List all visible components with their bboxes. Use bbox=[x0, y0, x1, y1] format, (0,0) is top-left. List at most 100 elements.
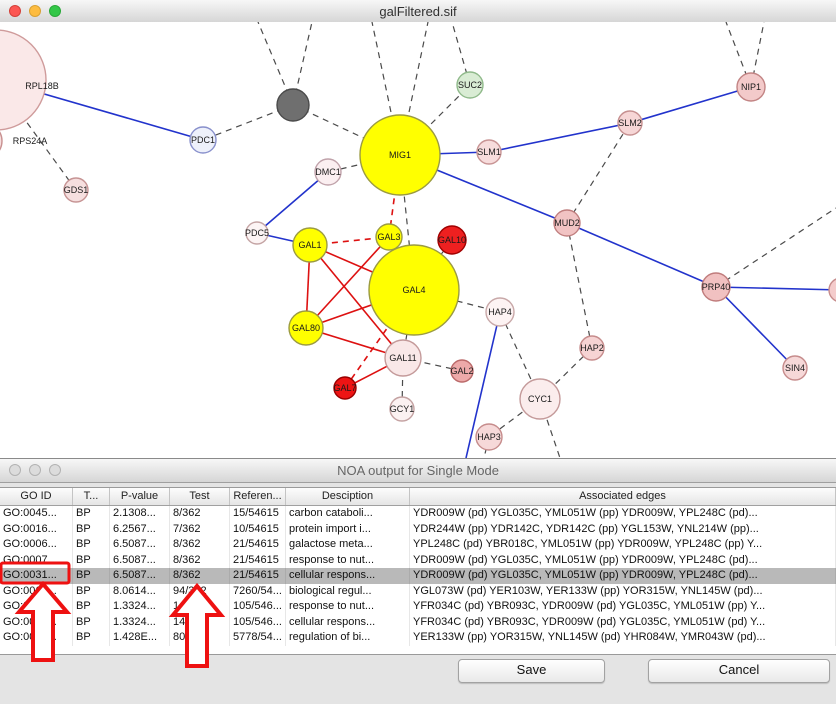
table-cell: response to nut... bbox=[286, 552, 410, 568]
graph-node-pdc1[interactable] bbox=[189, 126, 217, 154]
graph-window-titlebar[interactable]: galFiltered.sif bbox=[0, 0, 836, 23]
graph-node-hap4[interactable] bbox=[485, 297, 515, 327]
table-cell: protein import i... bbox=[286, 521, 410, 537]
graph-node-label: GCY1 bbox=[390, 404, 415, 414]
table-cell: BP bbox=[73, 506, 110, 522]
graph-node-suc2[interactable] bbox=[456, 71, 484, 99]
table-cell: BP bbox=[73, 552, 110, 568]
save-button[interactable]: Save bbox=[458, 659, 605, 683]
table-cell: 8.0614... bbox=[110, 583, 170, 599]
table-cell: cellular respons... bbox=[286, 614, 410, 630]
zoom-button[interactable] bbox=[49, 464, 61, 476]
close-button[interactable] bbox=[9, 5, 21, 17]
graph-edge bbox=[401, 357, 404, 410]
graph-node-gal3[interactable] bbox=[375, 223, 403, 251]
table-cell: GO:0065... bbox=[0, 583, 73, 599]
graph-node-gal10[interactable] bbox=[437, 225, 467, 255]
graph-node-slm1[interactable] bbox=[476, 139, 502, 165]
table-cell: YDR009W (pd) YGL035C, YML051W (pp) YDR00… bbox=[410, 506, 836, 522]
graph-node-gray1[interactable] bbox=[276, 88, 310, 122]
table-cell: 14/362 bbox=[170, 599, 230, 615]
table-cell: YPL248C (pd) YBR018C, YML051W (pp) YDR00… bbox=[410, 537, 836, 553]
minimize-button[interactable] bbox=[29, 5, 41, 17]
table-cell: GO:0016... bbox=[0, 521, 73, 537]
table-cell: GO:0031... bbox=[0, 599, 73, 615]
table-cell: 10/54615 bbox=[230, 521, 286, 537]
graph-node-pdc5[interactable] bbox=[245, 221, 269, 245]
table-cell: 105/546... bbox=[230, 599, 286, 615]
table-cell: carbon cataboli... bbox=[286, 506, 410, 522]
minimize-button[interactable] bbox=[29, 464, 41, 476]
graph-node-gcy1[interactable] bbox=[389, 396, 415, 422]
window-title: NOA output for Single Mode bbox=[337, 463, 499, 478]
column-header[interactable]: Test bbox=[170, 488, 230, 505]
graph-node-prp40[interactable] bbox=[701, 272, 731, 302]
graph-node-hap3[interactable] bbox=[475, 423, 503, 451]
table-cell: 6.5087... bbox=[110, 537, 170, 553]
graph-node-rpl18b[interactable] bbox=[0, 29, 47, 131]
graph-node-gal11[interactable] bbox=[384, 339, 422, 377]
table-cell: YDR009W (pd) YGL035C, YML051W (pp) YDR00… bbox=[410, 552, 836, 568]
table-cell: biological regul... bbox=[286, 583, 410, 599]
table-cell: 21/54615 bbox=[230, 537, 286, 553]
column-header[interactable]: Desciption bbox=[286, 488, 410, 505]
graph-node-label: GAL10 bbox=[438, 235, 466, 245]
graph-node-mig1[interactable] bbox=[359, 114, 441, 196]
graph-node-gds1[interactable] bbox=[63, 177, 89, 203]
table-cell: 5778/54... bbox=[230, 630, 286, 646]
graph-node-label: NIP1 bbox=[741, 82, 761, 92]
graph-node-nip1[interactable] bbox=[736, 72, 766, 102]
graph-node-cyc1[interactable] bbox=[519, 378, 561, 420]
column-header[interactable]: Referen... bbox=[230, 488, 286, 505]
graph-node-gal1[interactable] bbox=[292, 227, 328, 263]
column-header[interactable]: P-value bbox=[110, 488, 170, 505]
graph-node-gal4[interactable] bbox=[368, 244, 460, 336]
table-cell: GO:0045... bbox=[0, 506, 73, 522]
table-cell: BP bbox=[73, 568, 110, 584]
graph-node-msx[interactable] bbox=[828, 278, 836, 302]
graph-edge bbox=[256, 171, 329, 234]
column-header[interactable]: Associated edges bbox=[410, 488, 836, 505]
zoom-button[interactable] bbox=[49, 5, 61, 17]
column-header[interactable]: GO ID bbox=[0, 488, 73, 505]
graph-node-gal80[interactable] bbox=[288, 310, 324, 346]
graph-node-label: RPL18B bbox=[25, 81, 59, 91]
table-cell: 6.5087... bbox=[110, 568, 170, 584]
table-cell: BP bbox=[73, 521, 110, 537]
graph-node-gal7[interactable] bbox=[333, 376, 357, 400]
graph-edge bbox=[566, 222, 593, 349]
graph-node-label: SIN4 bbox=[785, 363, 805, 373]
graph-node-mud2[interactable] bbox=[553, 209, 581, 237]
graph-edge bbox=[566, 222, 717, 288]
graph-node-sin4[interactable] bbox=[782, 355, 808, 381]
graph-node-dmc1[interactable] bbox=[314, 158, 342, 186]
close-button[interactable] bbox=[9, 464, 21, 476]
graph-node-label: PRP40 bbox=[702, 282, 731, 292]
table-cell: BP bbox=[73, 630, 110, 646]
graph-edge bbox=[715, 286, 796, 369]
graph-node-label: CYC1 bbox=[528, 394, 552, 404]
graph-node-hap2[interactable] bbox=[579, 335, 605, 361]
noa-window-titlebar[interactable]: NOA output for Single Mode bbox=[0, 459, 836, 483]
cancel-button[interactable]: Cancel bbox=[648, 659, 830, 683]
column-header[interactable]: T... bbox=[73, 488, 110, 505]
graph-node-gal2[interactable] bbox=[450, 359, 474, 383]
graph-node-slm2[interactable] bbox=[617, 110, 643, 136]
graph-edge bbox=[715, 286, 836, 291]
graph-node-label: MIG1 bbox=[389, 150, 411, 160]
graph-node-rps24a[interactable] bbox=[0, 123, 3, 159]
graph-node-label: SUC2 bbox=[458, 80, 482, 90]
